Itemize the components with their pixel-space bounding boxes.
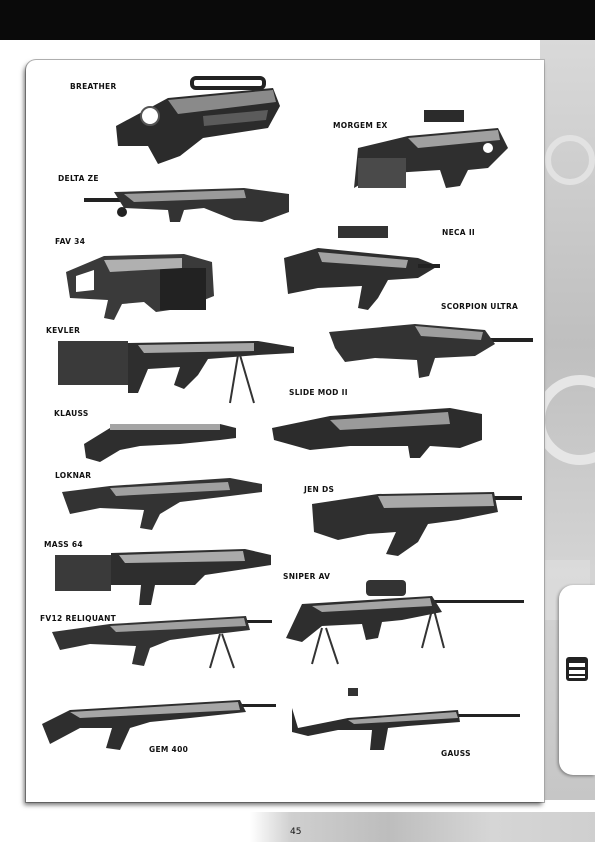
weapon-slide-mod-ii-illustration xyxy=(272,408,482,458)
label-scorpion-ultra: SCORPION ULTRA xyxy=(441,302,519,311)
weapon-mass-64-illustration xyxy=(55,549,271,605)
side-tab xyxy=(559,585,595,775)
label-mass-64: MASS 64 xyxy=(44,540,83,549)
label-breather: BREATHER xyxy=(70,82,117,91)
weapon-loknar-illustration xyxy=(62,478,262,530)
game-logo-icon xyxy=(566,657,588,681)
label-fv12-reliquant: FV12 RELIQUANT xyxy=(40,614,117,623)
weapon-fv12-reliquant-illustration xyxy=(52,616,272,669)
label-delta-ze: DELTA ZE xyxy=(58,174,99,183)
label-gem-400: GEM 400 xyxy=(149,745,189,754)
weapon-gem-400-illustration xyxy=(42,700,276,750)
label-jen-ds: JEN DS xyxy=(304,485,335,494)
label-morgem-ex: MORGEM EX xyxy=(333,121,388,130)
page-number: 45 xyxy=(290,827,302,837)
label-fav-34: FAV 34 xyxy=(55,237,86,246)
label-gauss: GAUSS xyxy=(441,749,471,758)
weapon-neca-ii-illustration xyxy=(284,226,440,310)
top-black-bar xyxy=(0,0,595,40)
label-loknar: LOKNAR xyxy=(55,471,92,480)
weapon-morgem-ex-illustration xyxy=(354,110,508,188)
weapon-sniper-av-illustration xyxy=(286,580,524,665)
label-slide-mod-ii: SLIDE MOD II xyxy=(289,388,348,397)
label-neca-ii: NECA II xyxy=(442,228,476,237)
bottom-decoration xyxy=(250,812,595,842)
weapon-kevler-illustration xyxy=(58,341,294,404)
label-klauss: KLAUSS xyxy=(54,409,89,418)
weapon-gauss-illustration xyxy=(292,688,520,750)
weapon-breather-illustration xyxy=(116,76,280,164)
weapon-jen-ds-illustration xyxy=(312,492,522,556)
weapon-scorpion-ultra-illustration xyxy=(329,324,533,378)
label-sniper-av: SNIPER AV xyxy=(283,572,331,581)
weapon-fav-34-illustration xyxy=(66,254,214,320)
label-kevler: KEVLER xyxy=(46,326,81,335)
weapon-delta-ze-illustration xyxy=(84,188,289,222)
weapon-klauss-illustration xyxy=(84,424,236,462)
